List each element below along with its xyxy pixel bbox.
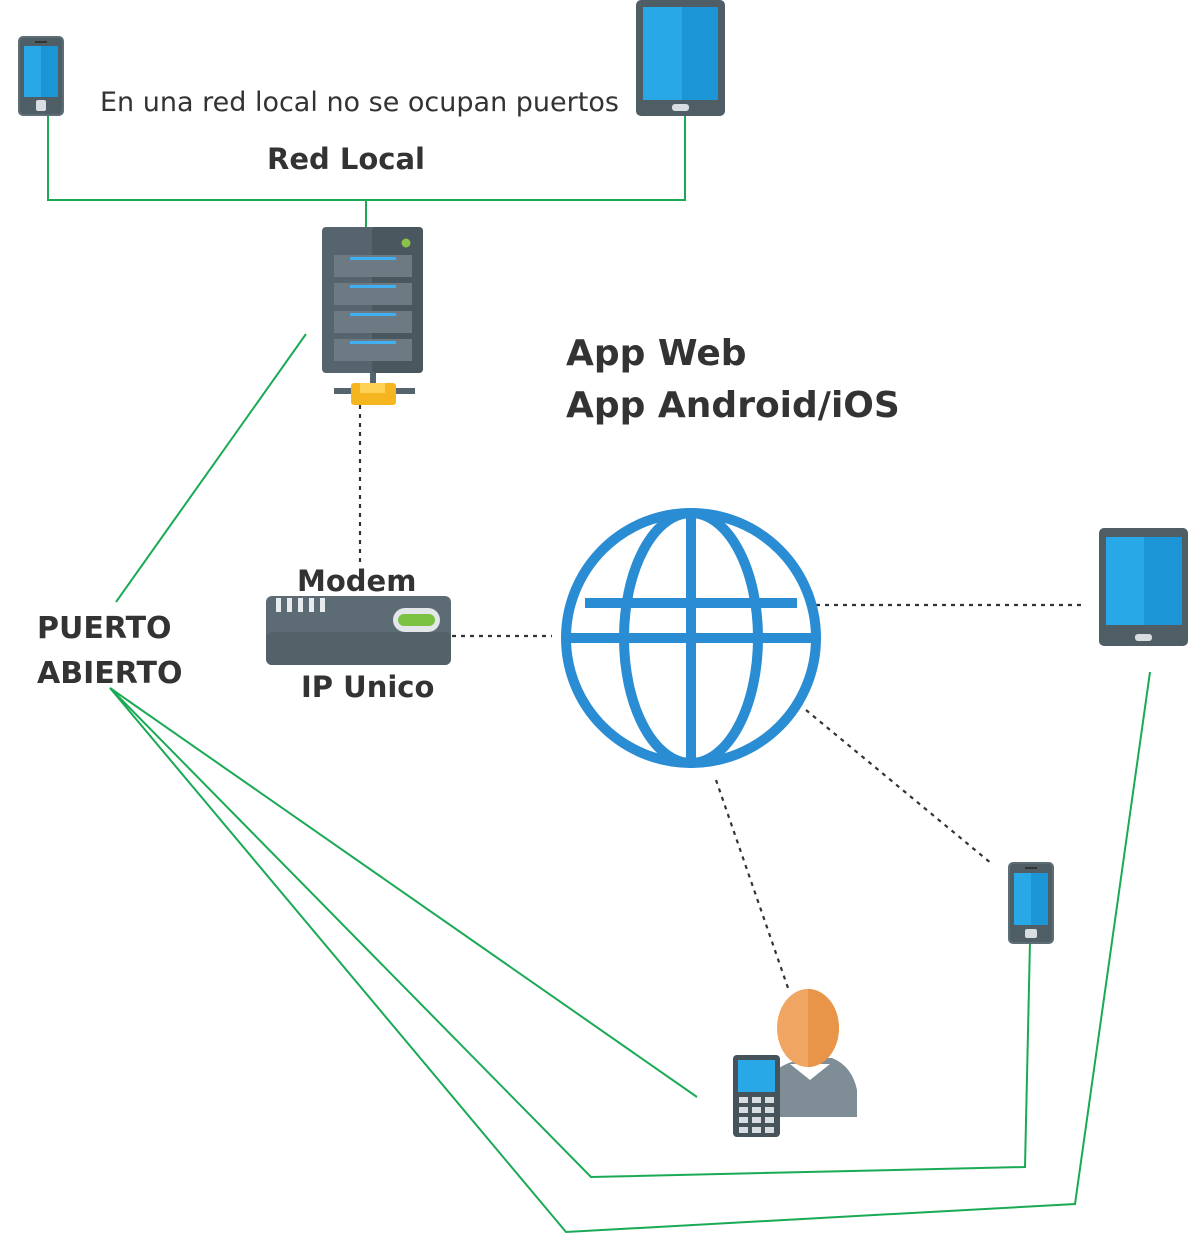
local-network-label: Red Local (267, 142, 425, 176)
phone-icon (18, 36, 64, 116)
port-line-phone (109, 687, 1031, 1179)
internet-links (358, 405, 1082, 989)
app-mobile-label: App Android/iOS (566, 385, 900, 426)
tablet-icon (636, 0, 725, 116)
server-icon (322, 227, 423, 405)
globe-icon (561, 508, 821, 768)
app-web-label: App Web (566, 333, 747, 374)
port-line-user (109, 687, 698, 1098)
globe-user-link (714, 779, 790, 989)
open-port-label-line1: PUERTO (37, 611, 172, 646)
port-line-server (115, 333, 307, 603)
local-network-lines (47, 115, 686, 227)
open-port-label-line2: ABIERTO (37, 656, 183, 691)
port-line-tablet (109, 671, 1151, 1234)
tablet-icon (1099, 528, 1188, 646)
globe-phone-link (805, 709, 993, 865)
local-network-note: En una red local no se ocupan puertos (100, 87, 619, 118)
open-port-lines (109, 333, 1151, 1234)
ip-label: IP Unico (301, 670, 435, 704)
modem-label: Modem (297, 564, 417, 598)
user-with-phone-icon (733, 989, 857, 1137)
modem-icon (266, 596, 451, 665)
phone-icon (1008, 862, 1054, 944)
